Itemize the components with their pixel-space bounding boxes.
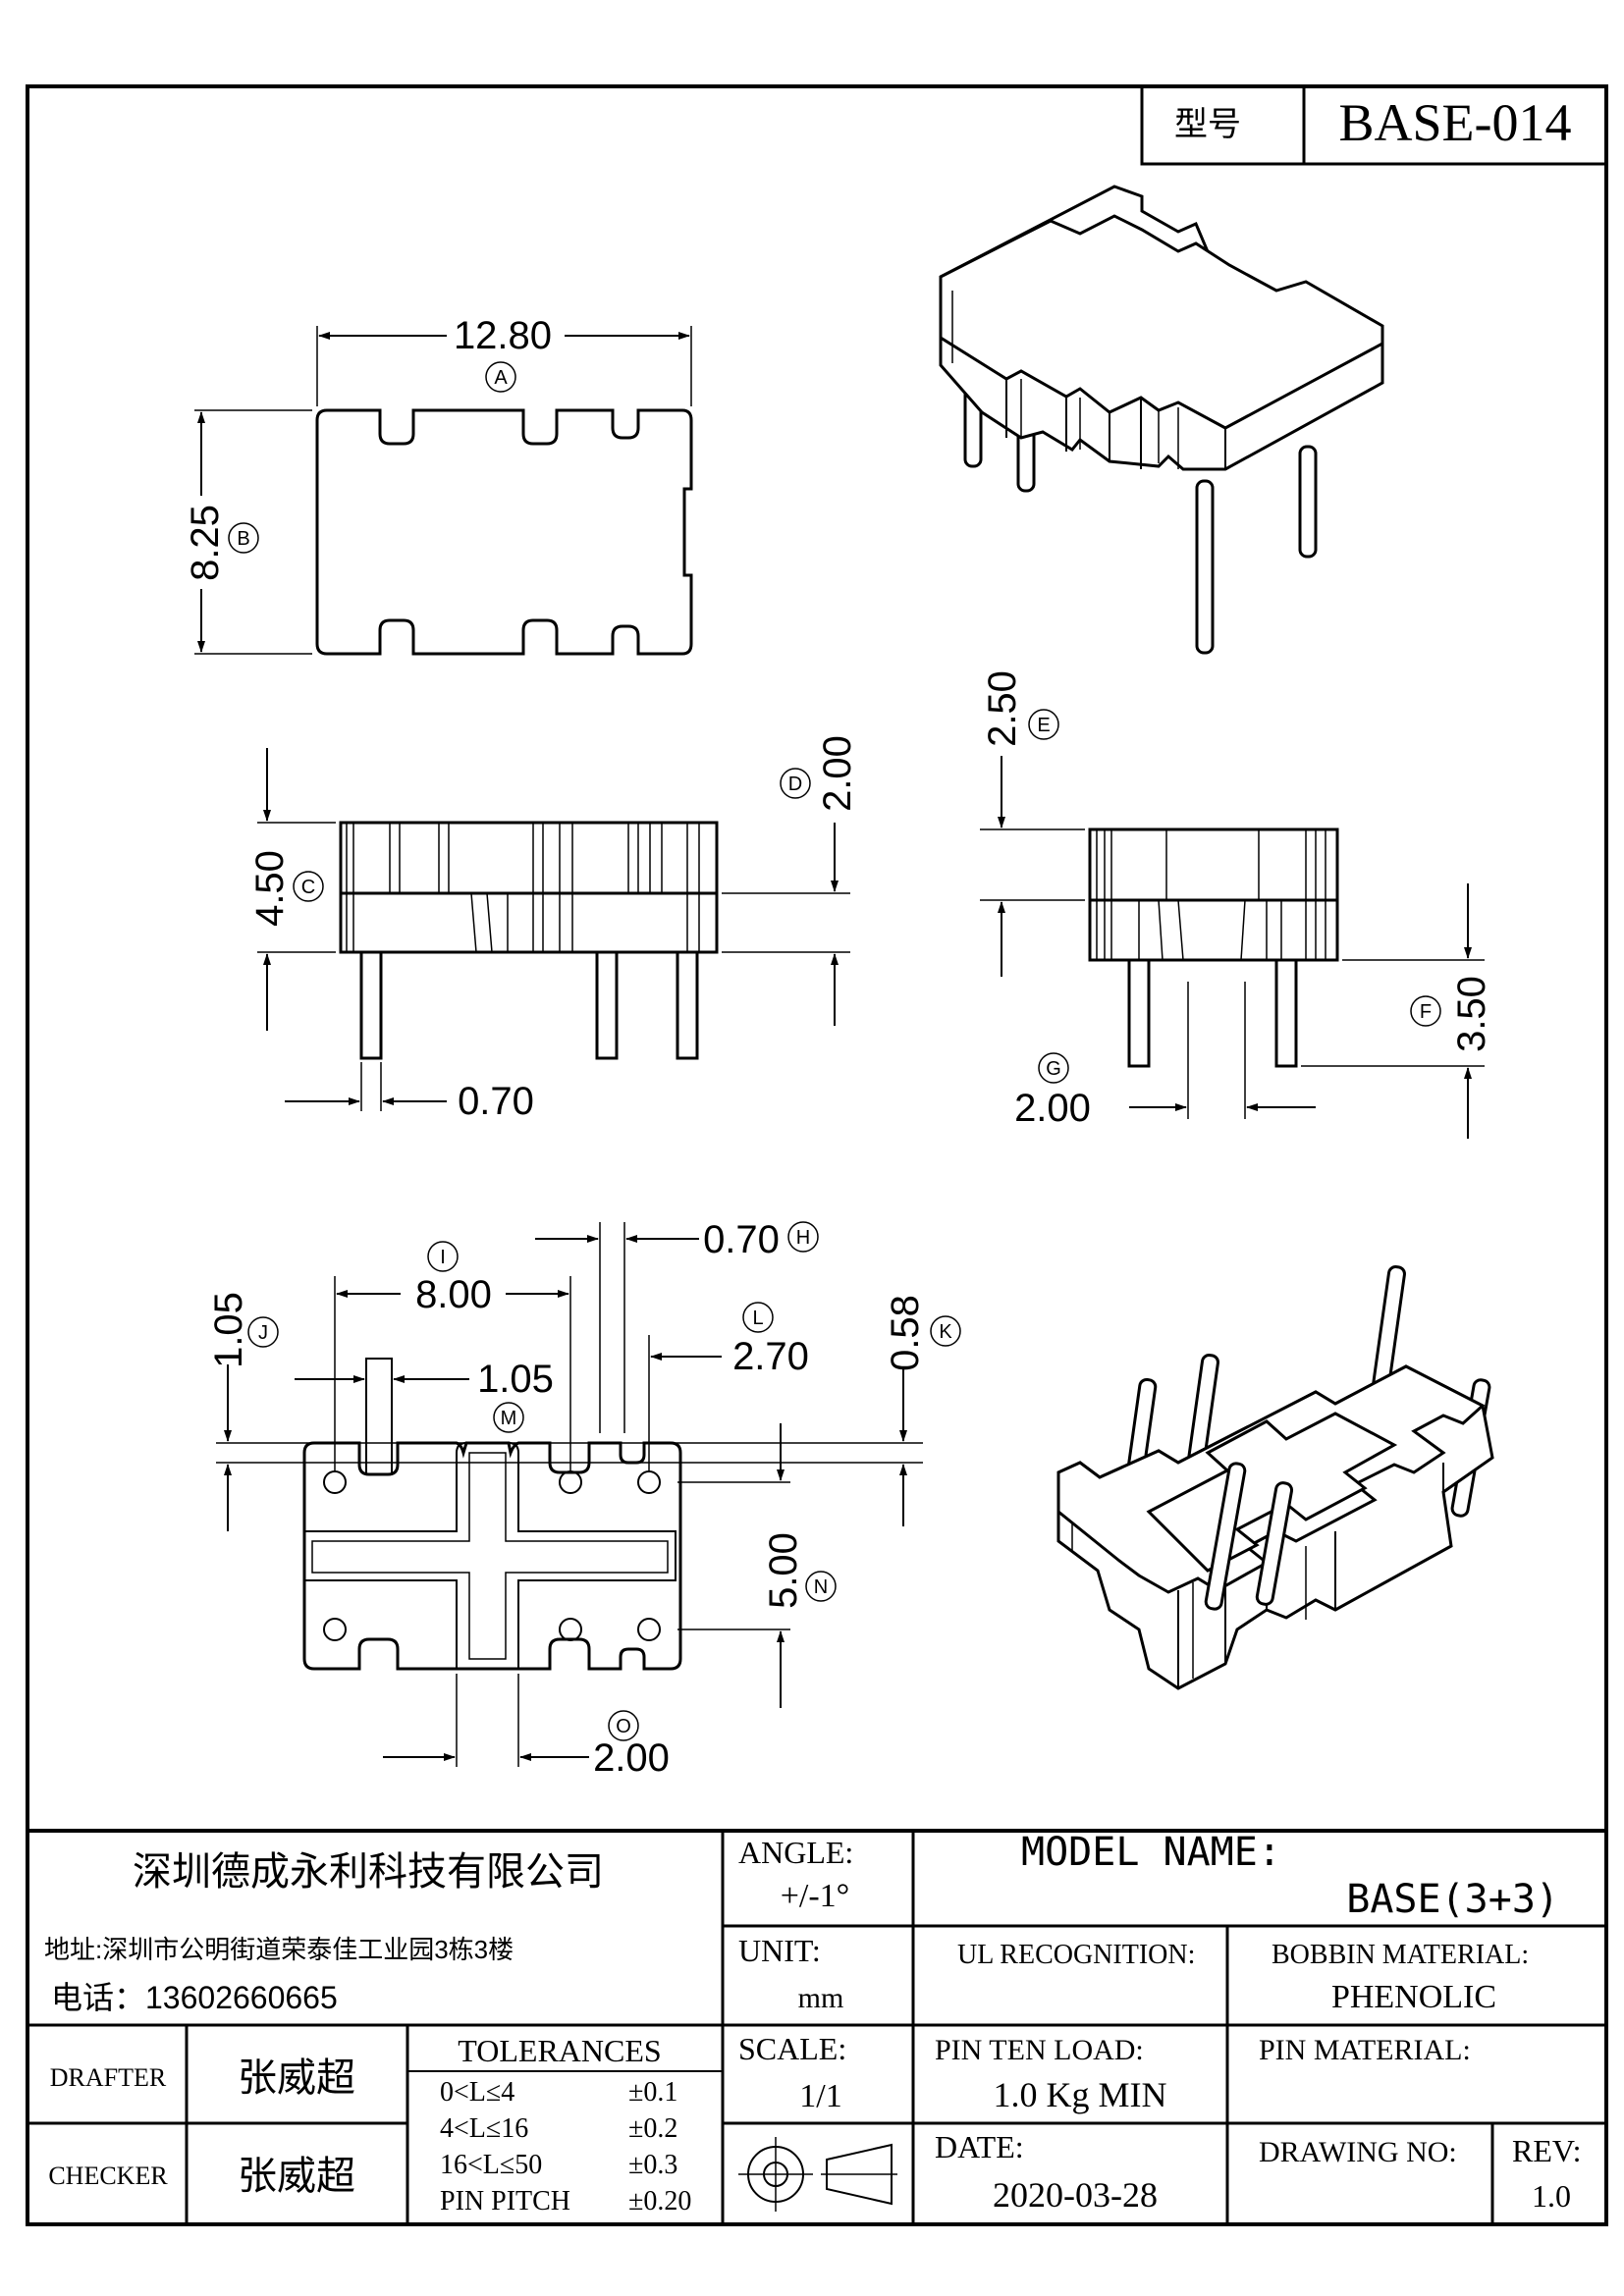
dim-g-value: 2.00 [1014,1087,1091,1130]
tolerance-value: ±0.3 [628,2150,677,2180]
company-phone: 电话：13602660665 [51,1980,338,2015]
dim-h-value: 0.70 [703,1218,780,1261]
header-model-label: 型号 [1174,106,1241,143]
dim-f-value: 3.50 [1450,976,1493,1052]
model-name-value: BASE(3+3) [1346,1877,1559,1922]
dim-m-value: 1.05 [477,1358,554,1401]
dim-h-tag: H [796,1227,810,1249]
unit-value: mm [798,1982,844,2014]
tolerance-range: 4<L≤16 [440,2113,528,2144]
projection-symbol [738,2137,897,2212]
dim-i-tag: I [440,1247,446,1268]
dim-i-value: 8.00 [415,1273,492,1316]
dim-n-value: 5.00 [762,1532,805,1609]
tolerance-value: ±0.2 [628,2113,677,2144]
bottom-hole-4 [323,1618,347,1641]
dim-b-value: 8.25 [184,505,227,581]
dim-c-value: 4.50 [248,850,292,927]
dim-l-value: 2.70 [732,1335,809,1378]
dim-a-tag: A [494,367,508,389]
tolerance-range: PIN PITCH [440,2186,570,2216]
side-view-body [1088,828,1339,962]
bottom-hole-6 [637,1618,661,1641]
rev-value: 1.0 [1532,2178,1571,2214]
dim-l-tag: L [752,1308,763,1329]
tolerance-value: ±0.20 [628,2186,691,2216]
bottom-hole-3 [637,1470,661,1494]
isometric-view-top [939,185,1384,655]
unit-label: UNIT: [738,1933,821,1968]
pin-load-value: 1.0 Kg MIN [994,2075,1167,2114]
dim-n-tag: N [814,1576,828,1598]
dim-k-value: 0.58 [884,1295,927,1371]
top-view: 12.80 A 8.25 B [184,314,693,656]
dim-j-tag: J [258,1322,268,1344]
company-address: 地址:深圳市公明街道荣泰佳工业园3栋3楼 [44,1935,514,1964]
bobbin-label: BOBBIN MATERIAL: [1272,1940,1529,1970]
bottom-hole-1 [323,1470,347,1494]
checker-label: CHECKER [48,2162,168,2190]
dim-e-tag: E [1037,715,1050,736]
date-value: 2020-03-28 [993,2175,1158,2215]
title-block: 深圳德成永利科技有限公司 地址:深圳市公明街道荣泰佳工业园3栋3楼 电话：136… [27,1829,1606,2224]
drawing-frame [26,84,1608,2226]
dim-d-tag: D [788,774,802,795]
front-pin-2 [595,950,619,1060]
scale-label: SCALE: [738,2031,846,2066]
bottom-view-cross [303,1442,677,1670]
date-label: DATE: [935,2129,1024,2164]
top-view-outline [315,408,693,656]
side-pin-1 [1127,958,1151,1068]
dim-g-tag: G [1046,1058,1061,1080]
isometric-view-bottom [1056,1265,1494,1690]
dim-f-tag: F [1420,1001,1432,1023]
ul-label: UL RECOGNITION: [957,1940,1195,1970]
dim-j-value: 1.05 [207,1292,250,1368]
dim-k-tag: K [939,1321,952,1343]
drafter-label: DRAFTER [50,2063,167,2092]
dim-m-tag: M [501,1408,517,1429]
tolerance-range: 0<L≤4 [440,2077,514,2108]
model-name-label: MODEL NAME: [1021,1830,1281,1875]
drawing-no-label: DRAWING NO: [1259,2136,1457,2168]
rev-label: REV: [1512,2133,1582,2168]
company-name: 深圳德成永利科技有限公司 [133,1850,604,1894]
dim-e-value: 2.50 [981,670,1024,747]
dim-o-value: 2.00 [593,1736,670,1780]
front-pin-3 [676,950,699,1060]
angle-label: ANGLE: [738,1835,853,1870]
pin-material-label: PIN MATERIAL: [1259,2034,1471,2066]
iso-bottom-cross [1146,1412,1398,1573]
scale-value: 1/1 [799,2078,841,2114]
tolerances-title: TOLERANCES [458,2033,661,2068]
front-view: 4.50 C 2.00 D 0.70 [248,735,859,1123]
dim-a-value: 12.80 [454,314,552,357]
bottom-hole-5 [559,1618,582,1641]
dim-b-tag: B [237,528,249,550]
bottom-hole-2 [559,1470,582,1494]
tolerance-range: 16<L≤50 [440,2150,542,2180]
header-model-box: 型号 BASE-014 [1140,84,1608,166]
dim-c-tag: C [301,877,315,898]
side-view: 2.50 E 3.50 F 2.00 G [980,670,1493,1139]
front-view-body [339,821,719,954]
bottom-view: 0.70 H 8.00 I 1.05 J 1.05 M 2.70 L 0.58 … [207,1218,961,1780]
bobbin-value: PHENOLIC [1331,1979,1496,2015]
angle-value: +/-1° [781,1878,850,1914]
dim-o-tag: O [616,1716,631,1737]
dim-d-value: 2.00 [816,735,859,812]
pin-load-label: PIN TEN LOAD: [935,2034,1144,2066]
side-pin-2 [1274,958,1298,1068]
front-pin-1 [359,950,383,1060]
dim-pin-width-value: 0.70 [458,1080,534,1123]
tolerance-value: ±0.1 [628,2077,677,2108]
checker-name: 张威超 [238,2155,355,2198]
bottom-view-outline [302,1441,682,1671]
header-model-value: BASE-014 [1338,93,1571,152]
drafter-name: 张威超 [238,2056,355,2100]
